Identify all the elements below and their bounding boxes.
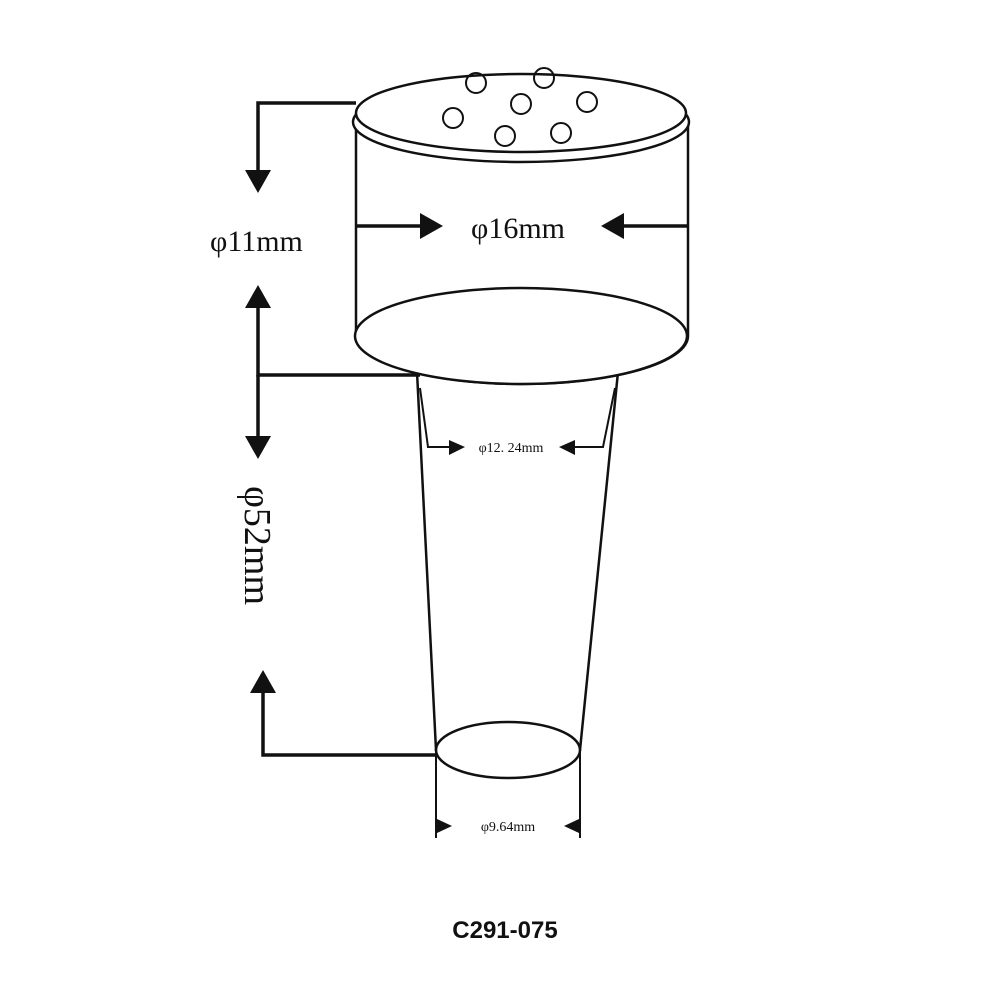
arrow-up-icon: [245, 285, 271, 308]
cap-hole: [442, 107, 464, 129]
cap-hole: [494, 125, 516, 147]
stem-body: [415, 370, 620, 752]
stem-length-label: φ52mm: [236, 486, 278, 605]
arrow-right-icon: [420, 213, 443, 239]
stem-length-dimension: φ52mm: [236, 375, 436, 757]
cap: [351, 67, 691, 386]
arrow-left-icon: [601, 213, 624, 239]
arrow-up-icon: [250, 670, 276, 693]
arrow-right-icon: [437, 819, 452, 833]
cap-hole: [550, 122, 572, 144]
stem-bottom-diameter-label: φ9.64mm: [481, 820, 535, 835]
cap-height-label: φ11mm: [210, 225, 303, 258]
cap-bottom-face: [353, 286, 689, 386]
part-number: C291-075: [452, 917, 557, 944]
cap-hole: [533, 67, 555, 89]
arrow-right-icon: [449, 440, 465, 455]
stem-bottom-face: [434, 720, 582, 780]
stem-top-diameter-label: φ12. 24mm: [479, 441, 544, 456]
cap-diameter-label: φ16mm: [471, 212, 565, 245]
cap-hole: [465, 72, 487, 94]
cap-diameter-dimension: φ16mm: [356, 212, 688, 245]
stem-top-leader-left: [419, 387, 452, 448]
arrow-down-icon: [245, 436, 271, 459]
arrow-down-icon: [245, 170, 271, 193]
cap-holes: [442, 67, 598, 147]
arrow-left-icon: [559, 440, 575, 455]
cap-hole: [510, 93, 532, 115]
stem: [415, 370, 620, 780]
stem-length-leader-lower: [261, 690, 436, 757]
stem-top-leader-right: [572, 387, 616, 448]
cap-height-leader: [256, 101, 356, 175]
arrow-left-icon: [564, 819, 579, 833]
cap-hole: [576, 91, 598, 113]
stem-bottom-diameter-dimension: φ9.64mm: [435, 752, 581, 838]
cap-height-dimension: φ11mm: [210, 101, 420, 377]
stem-top-diameter-dimension: φ12. 24mm: [419, 387, 616, 456]
